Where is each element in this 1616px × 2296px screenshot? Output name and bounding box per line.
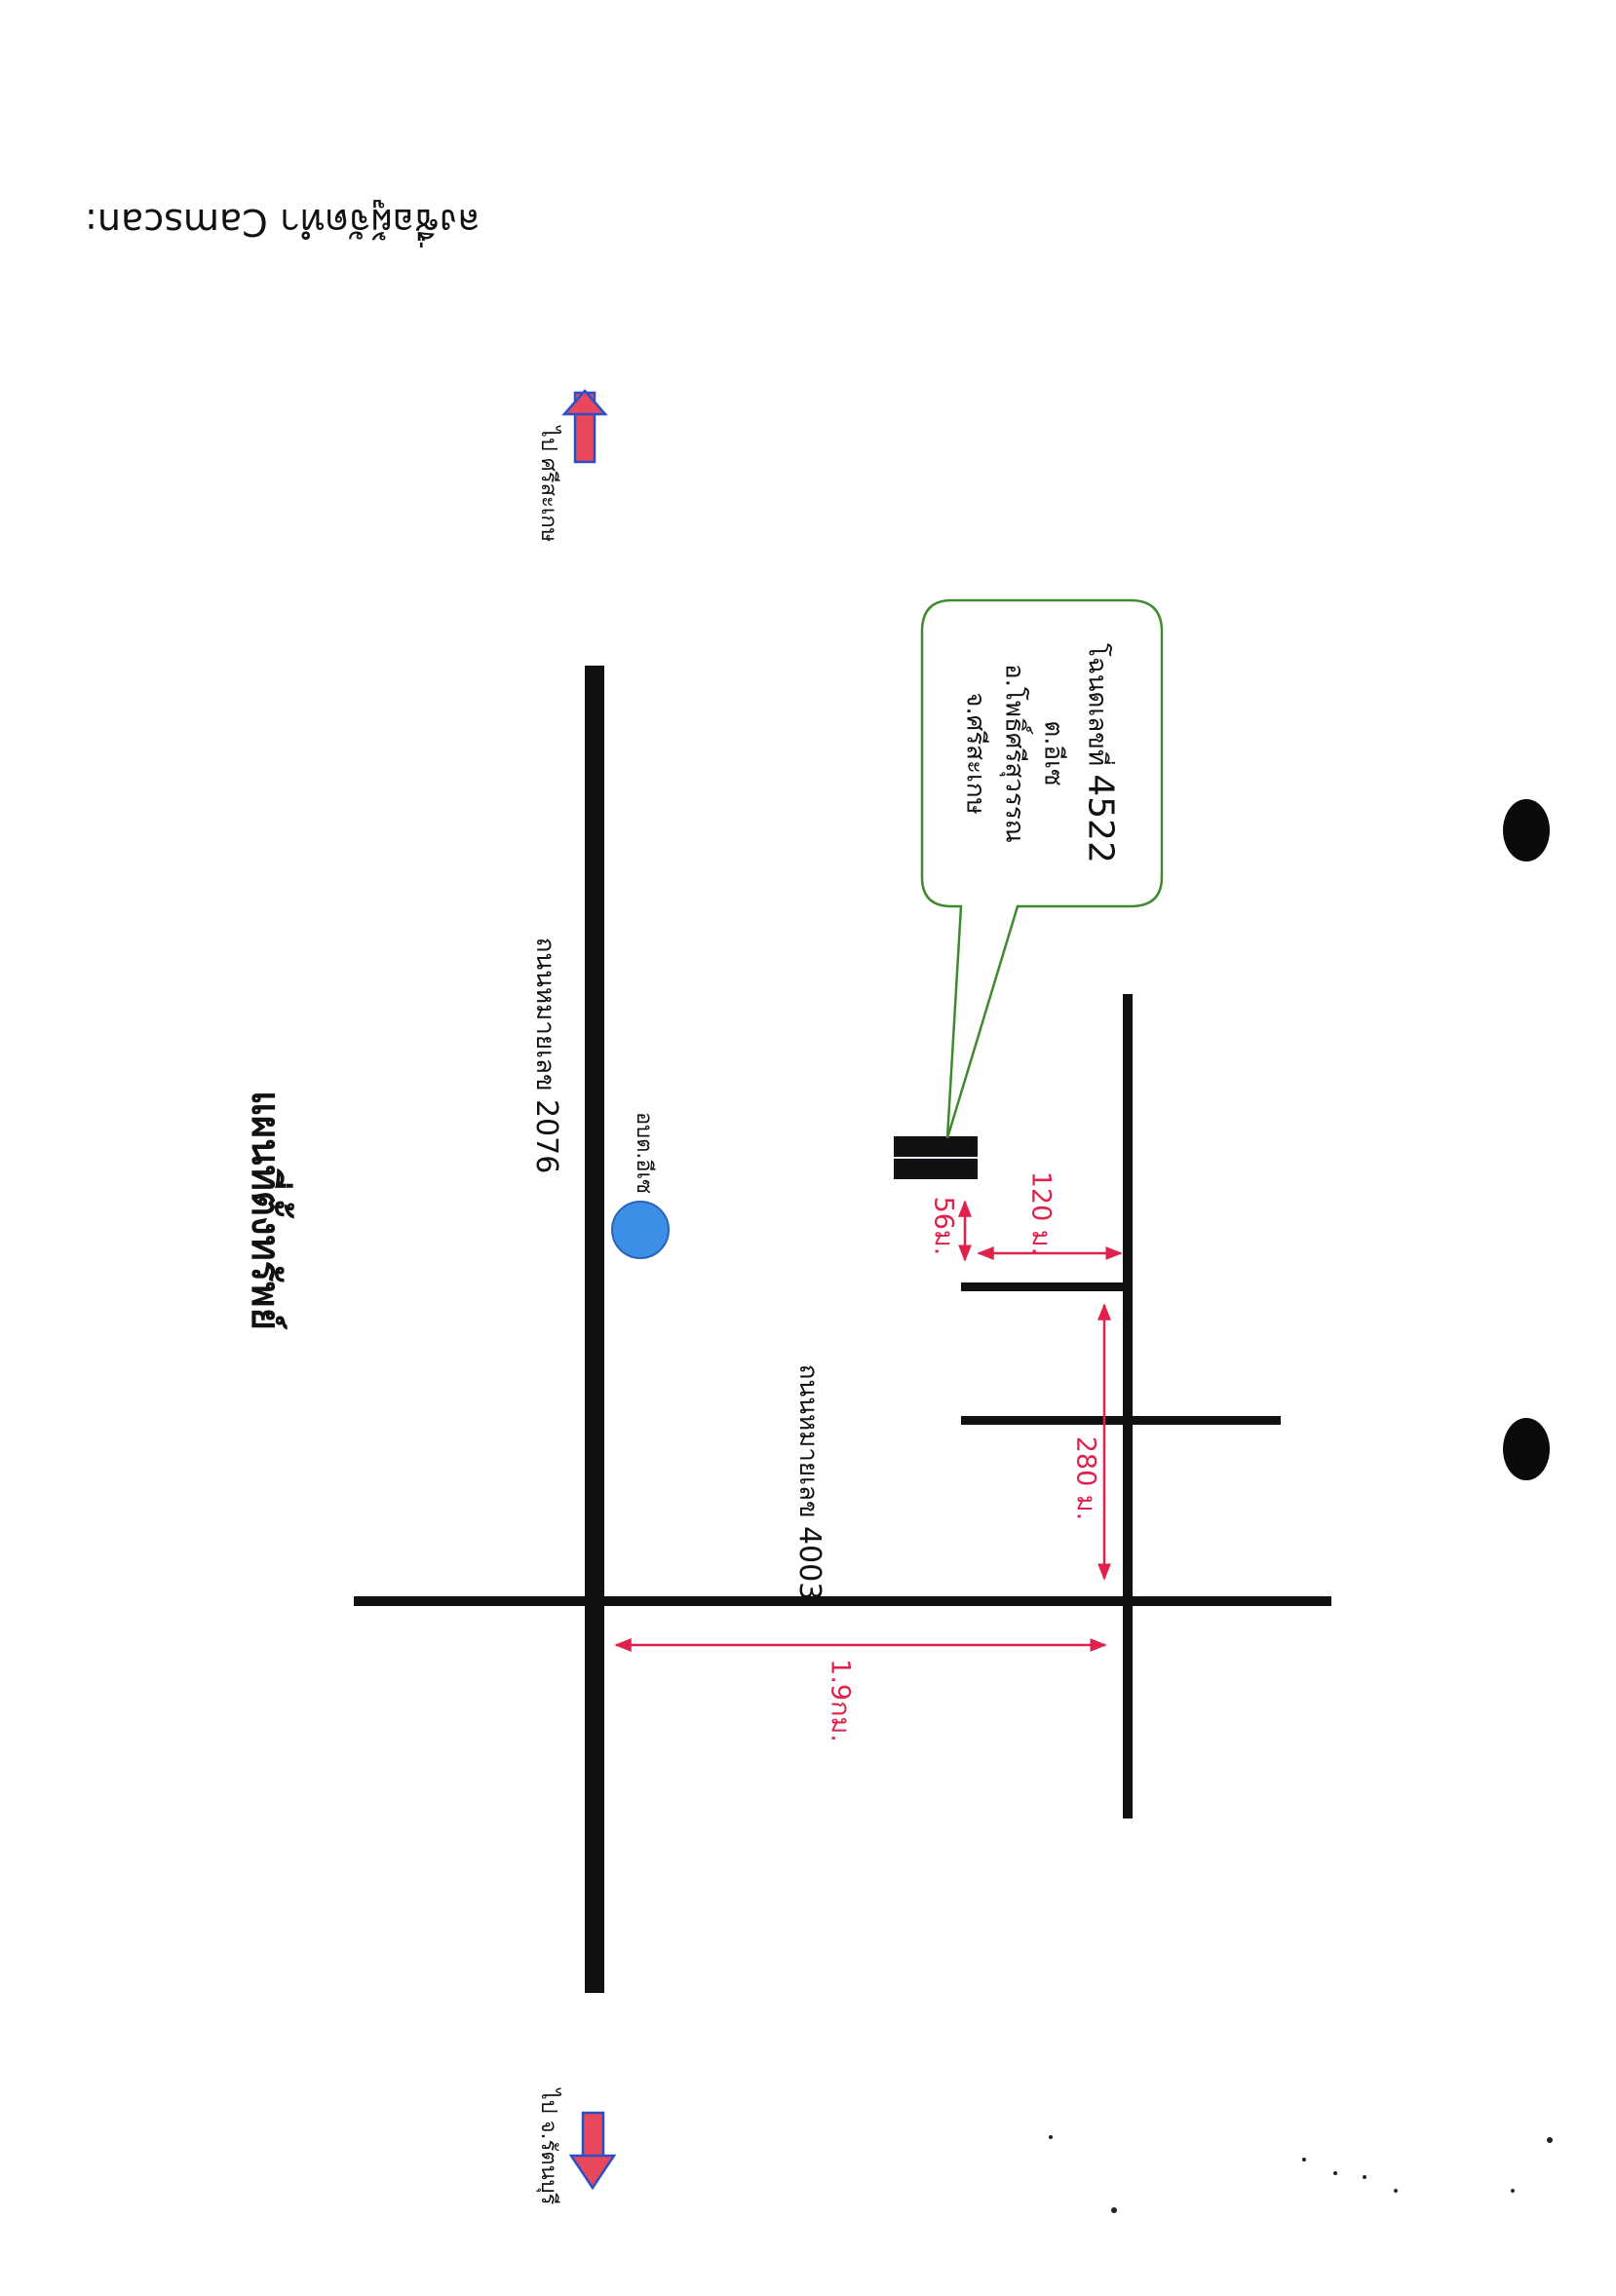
arrow-down-icon bbox=[568, 2111, 617, 2191]
signature-note: ลงชื่อผู้จัดทำ Camscan: bbox=[85, 201, 481, 244]
road-4003-label: ถนนหมายเลข 4003 bbox=[792, 1363, 827, 1601]
callout-text: โฉนดเลขที่ 4522 ต.อีเซ อ.โพธิ์ศรีสุวรรณ … bbox=[955, 643, 1128, 863]
secondary-road-vertical bbox=[1123, 994, 1133, 1818]
road-4003 bbox=[354, 1596, 1331, 1606]
side-road-upper bbox=[961, 1282, 1133, 1291]
arrow-up-icon bbox=[561, 389, 608, 464]
property-marker bbox=[894, 1136, 978, 1179]
binder-hole-bottom bbox=[1503, 1418, 1550, 1480]
callout-title: โฉนดเลขที่ 4522 bbox=[1073, 643, 1128, 863]
road-4003-prefix: ถนนหมายเลข bbox=[793, 1363, 823, 1518]
distance-label-120: 120 ม. bbox=[1025, 1170, 1057, 1256]
landmark-label: อบต.อีเซ bbox=[632, 1111, 656, 1195]
road-4003-number: 4003 bbox=[792, 1525, 827, 1601]
side-road-lower bbox=[961, 1416, 1281, 1425]
callout-subdistrict: ต.อีเซ bbox=[1038, 720, 1068, 786]
direction-srisaket: ไป ศรีสะเกษ bbox=[536, 426, 560, 543]
callout-bubble bbox=[920, 598, 1164, 1139]
callout-title-prefix: โฉนดเลขที่ bbox=[1082, 643, 1112, 767]
landmark-circle bbox=[611, 1201, 670, 1259]
road-2076-label: ถนนหมายเลข 2076 bbox=[529, 937, 563, 1174]
callout-district: อ.โพธิ์ศรีสุวรรณ bbox=[999, 664, 1029, 843]
binder-hole-top bbox=[1503, 799, 1550, 861]
distance-label-56: 56ม. bbox=[928, 1196, 959, 1256]
distance-label-280: 280 ม. bbox=[1070, 1435, 1101, 1521]
road-2076-number: 2076 bbox=[529, 1098, 563, 1174]
callout-province: จ.ศรีสะเกษ bbox=[959, 692, 989, 815]
callout-deed-number: 4522 bbox=[1080, 774, 1121, 863]
road-2076-prefix: ถนนหมายเลข bbox=[530, 937, 559, 1091]
page-title: แผนที่ตั้งทรัพย์ bbox=[243, 1090, 288, 1331]
road-2076 bbox=[585, 666, 604, 1993]
direction-ratchaburi: ไป จ.รัตนบุรี bbox=[536, 2088, 560, 2205]
distance-label-19: 1.9กม. bbox=[825, 1659, 856, 1742]
scan-specks bbox=[1049, 2135, 1553, 2213]
